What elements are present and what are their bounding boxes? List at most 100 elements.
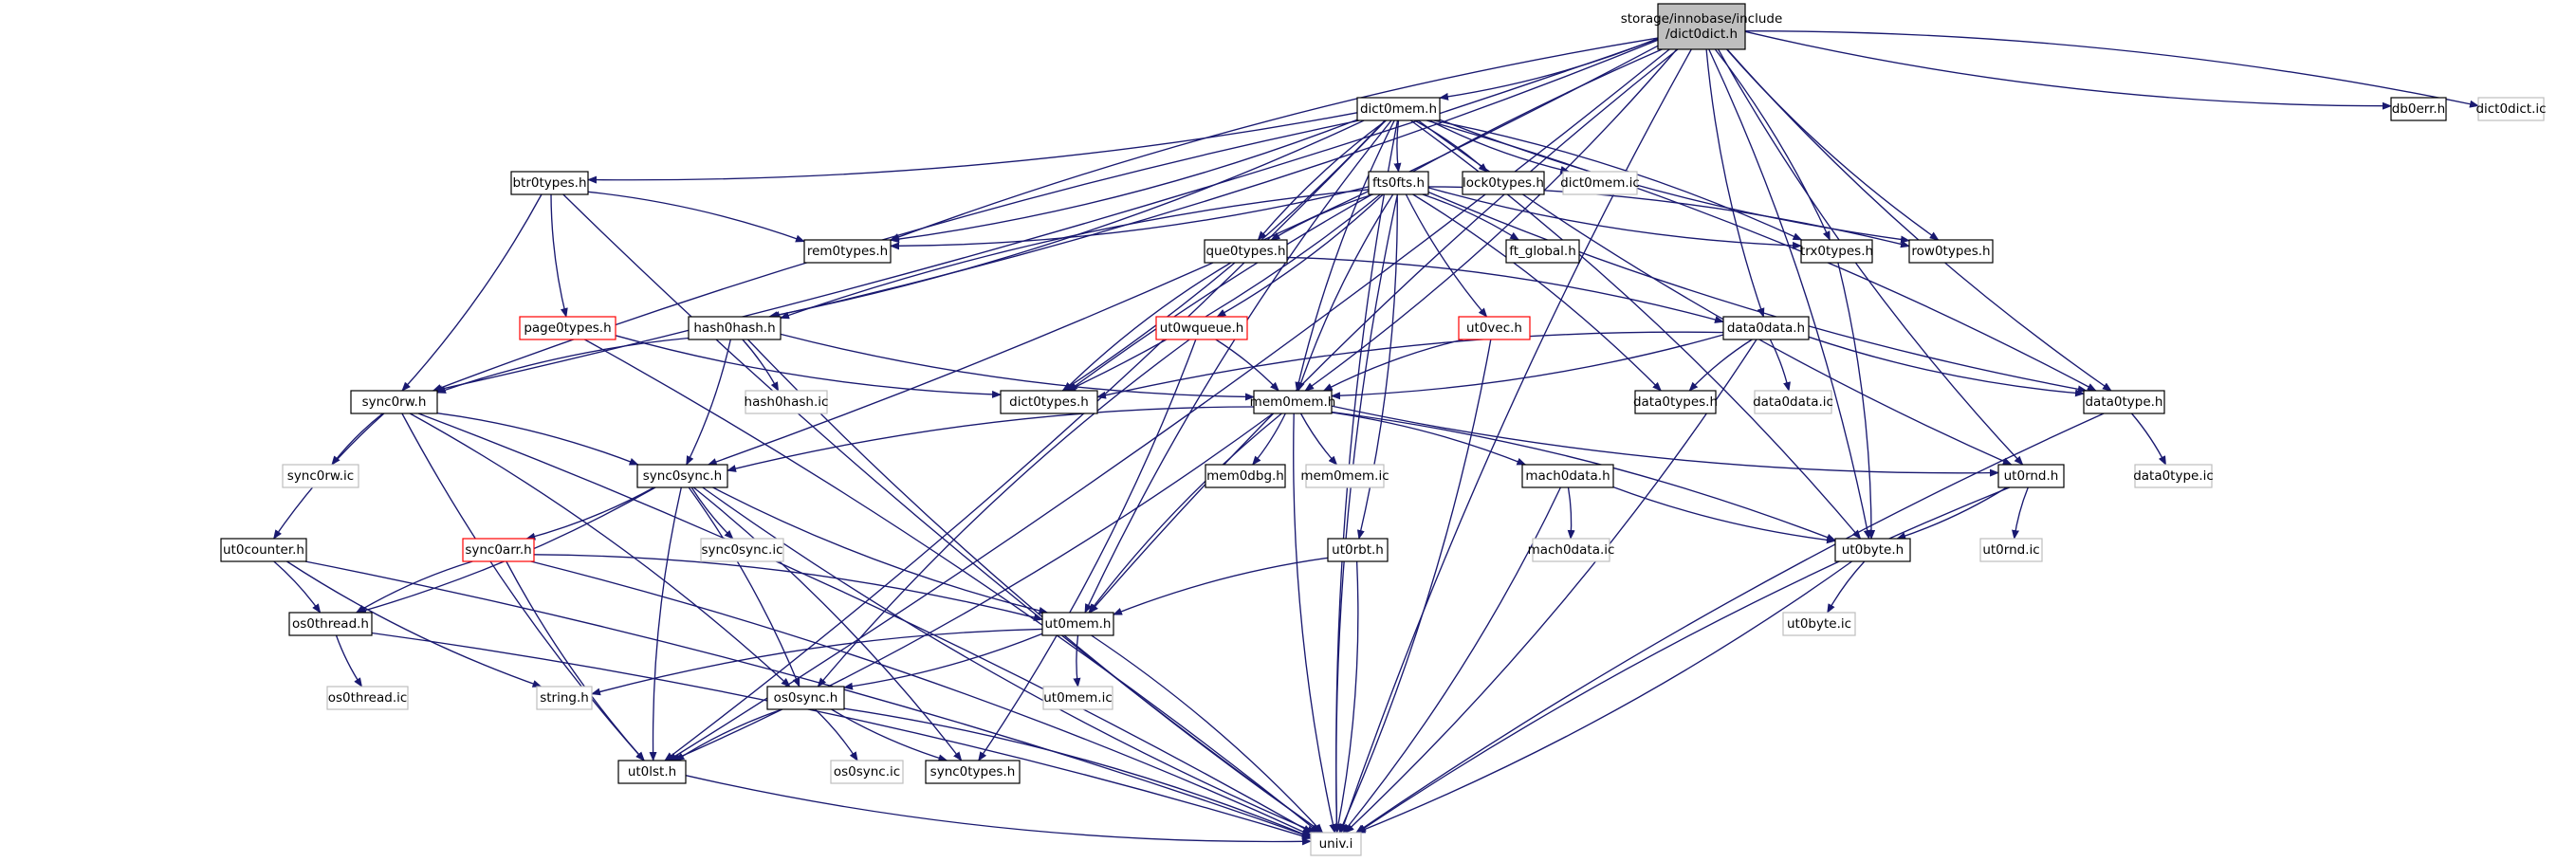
node-label: mach0data.ic [1528, 542, 1615, 558]
edge-sync0sync-h-to-sync0sync-ic [690, 486, 734, 540]
node-string-h[interactable]: string.h [536, 686, 593, 710]
node-os0thread-ic[interactable]: os0thread.ic [326, 686, 409, 710]
node-label: sync0arr.h [465, 542, 531, 558]
node-box [288, 612, 373, 636]
node-trx0types-h[interactable]: trx0types.h [1800, 239, 1873, 264]
node-sync0sync-ic[interactable]: sync0sync.ic [700, 538, 784, 562]
node-dict0types-h[interactable]: dict0types.h [1000, 390, 1098, 414]
edge-ut0wqueue-h-to-os0sync-h [817, 339, 1190, 688]
edge-hash0hash-h-to-mem0mem-h [780, 333, 1255, 401]
node-box [1042, 686, 1113, 710]
node-sync0sync-h[interactable]: sync0sync.h [636, 464, 728, 488]
node-label: dict0mem.ic [1560, 175, 1640, 191]
node-ut0wqueue-h[interactable]: ut0wqueue.h [1155, 316, 1248, 340]
node-ft-global-h[interactable]: ft_global.h [1505, 239, 1580, 264]
edge-data0data-h-to-mem0mem-h [1331, 334, 1724, 400]
node-os0thread-h[interactable]: os0thread.h [288, 612, 373, 636]
edge-sync0rw-h-to-sync0rw-ic [331, 413, 384, 466]
node-label: hash0hash.h [693, 321, 775, 336]
node-ut0rnd-ic[interactable]: ut0rnd.ic [1979, 538, 2043, 562]
node-hash0hash-h[interactable]: hash0hash.h [688, 316, 782, 340]
edge-ut0vec-h-to-univ-i [1338, 339, 1492, 834]
node-label: db0err.h [2392, 101, 2446, 117]
node-data0data-h[interactable]: data0data.h [1722, 316, 1810, 340]
node-box [326, 686, 409, 710]
node-mem0dbg-h[interactable]: mem0dbg.h [1205, 464, 1286, 488]
node-box [1657, 3, 1746, 50]
node-label: que0types.h [1205, 244, 1285, 259]
edge-btr0types-h-to-sync0rw-h [401, 193, 543, 392]
node-que0types-h[interactable]: que0types.h [1204, 239, 1288, 264]
node-data0type-h[interactable]: data0type.h [2083, 390, 2165, 414]
node-btr0types-h[interactable]: btr0types.h [510, 171, 589, 195]
node-data0type-ic[interactable]: data0type.ic [2133, 464, 2214, 488]
node-label: data0type.ic [2133, 468, 2214, 484]
node-fts0fts-h[interactable]: fts0fts.h [1368, 171, 1429, 195]
edge-mem0mem-h-to-ut0byte-h [1331, 411, 1836, 541]
node-hash0hash-ic[interactable]: hash0hash.ic [745, 390, 829, 414]
node-label: dict0mem.h [1360, 101, 1437, 117]
node-lock0types-h[interactable]: lock0types.h [1462, 171, 1545, 195]
edge-data0data-h-to-data0types-h [1688, 339, 1753, 392]
node-root[interactable]: storage/innobase/include/dict0dict.h [1621, 3, 1783, 50]
edge-ut0rbt-h-to-ut0mem-h [1113, 557, 1329, 615]
edge-ut0wqueue-h-to-mem0mem-h [1215, 339, 1279, 392]
node-label: btr0types.h [512, 175, 586, 191]
node-data0data-ic[interactable]: data0data.ic [1753, 390, 1833, 414]
node-label: page0types.h [524, 321, 611, 336]
node-label: data0data.h [1727, 321, 1805, 336]
edge-os0sync-h-to-sync0types-h [831, 708, 948, 762]
node-box [1310, 832, 1362, 856]
node-box [925, 760, 1021, 784]
node-sync0types-h[interactable]: sync0types.h [925, 760, 1021, 784]
node-dict0mem-h[interactable]: dict0mem.h [1356, 97, 1441, 121]
edge-ut0mem-h-to-string-h [591, 628, 1043, 696]
node-sync0rw-ic[interactable]: sync0rw.ic [282, 464, 359, 488]
node-mem0mem-ic[interactable]: mem0mem.ic [1300, 464, 1389, 488]
edge-root-to-ut0mem-h [1089, 48, 1679, 614]
node-row0types-h[interactable]: row0types.h [1908, 239, 1994, 264]
node-db0err-h[interactable]: db0err.h [2390, 97, 2447, 121]
edge-hash0hash-h-to-univ-i [747, 339, 1324, 834]
node-ut0rnd-h[interactable]: ut0rnd.h [1997, 464, 2065, 488]
node-page0types-h[interactable]: page0types.h [519, 316, 616, 340]
edge-dict0mem-h-to-btr0types-h [587, 112, 1358, 184]
node-sync0arr-h[interactable]: sync0arr.h [462, 538, 535, 562]
node-box [2390, 97, 2447, 121]
node-mem0mem-h[interactable]: mem0mem.h [1250, 390, 1336, 414]
edge-root-to-sync0sync-h [707, 45, 1659, 466]
node-box [1521, 464, 1614, 488]
node-label: mach0data.h [1525, 468, 1610, 484]
node-box [766, 686, 845, 710]
node-ut0vec-h[interactable]: ut0vec.h [1458, 316, 1531, 340]
node-univ-i[interactable]: univ.i [1310, 832, 1362, 856]
node-dict0dict-ic[interactable]: dict0dict.ic [2475, 97, 2547, 121]
edge-hash0hash-h-to-sync0sync-h [686, 339, 731, 466]
node-label: data0data.ic [1753, 394, 1833, 410]
node-ut0counter-h[interactable]: ut0counter.h [220, 538, 307, 562]
edge-sync0arr-h-to-os0thread-h [355, 560, 473, 614]
node-ut0mem-ic[interactable]: ut0mem.ic [1042, 686, 1113, 710]
node-label: ut0mem.h [1045, 616, 1112, 632]
edge-ut0byte-h-to-univ-i [1355, 560, 1852, 834]
node-data0types-h[interactable]: data0types.h [1633, 390, 1718, 414]
edge-sync0rw-h-to-sync0sync-h [436, 413, 639, 466]
edge-sync0sync-h-to-os0sync-h [688, 486, 800, 688]
node-os0sync-h[interactable]: os0sync.h [766, 686, 845, 710]
node-ut0byte-ic[interactable]: ut0byte.ic [1782, 612, 1856, 636]
node-dict0mem-ic[interactable]: dict0mem.ic [1560, 171, 1640, 195]
node-sync0rw-h[interactable]: sync0rw.h [350, 390, 438, 414]
edge-mem0mem-h-to-univ-i [1293, 413, 1337, 834]
node-mach0data-h[interactable]: mach0data.h [1521, 464, 1614, 488]
node-rem0types-h[interactable]: rem0types.h [803, 239, 892, 264]
node-mach0data-ic[interactable]: mach0data.ic [1528, 538, 1615, 562]
node-ut0rbt-h[interactable]: ut0rbt.h [1327, 538, 1389, 562]
edge-fts0fts-h-to-ut0wqueue-h [1216, 193, 1384, 318]
node-label: os0thread.ic [328, 690, 408, 706]
node-os0sync-ic[interactable]: os0sync.ic [830, 760, 904, 784]
node-ut0mem-h[interactable]: ut0mem.h [1041, 612, 1114, 636]
node-ut0lst-h[interactable]: ut0lst.h [617, 760, 687, 784]
edge-os0thread-h-to-os0thread-ic [335, 634, 363, 688]
node-ut0byte-h[interactable]: ut0byte.h [1834, 538, 1911, 562]
